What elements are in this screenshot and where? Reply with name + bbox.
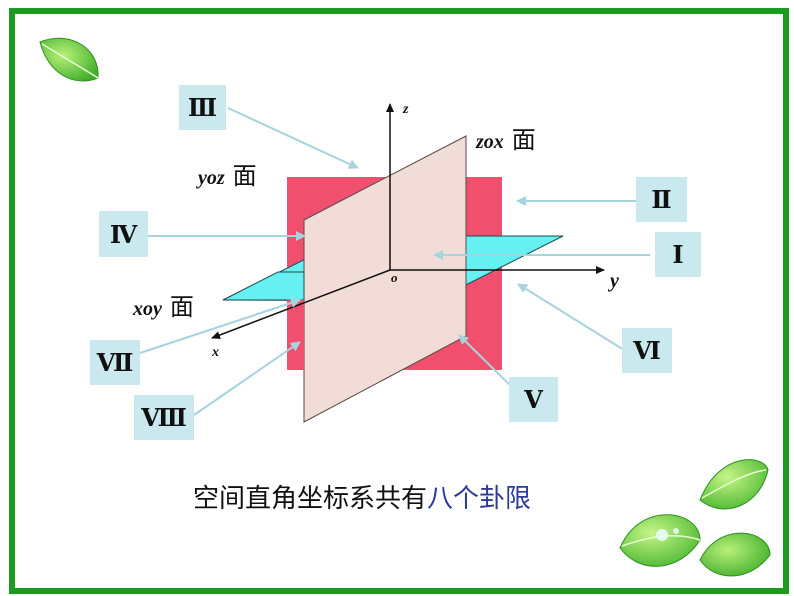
leaf-decoration-bottom-icon [619,459,771,577]
z-axis-label: z [403,102,409,117]
x-axis-label: x [212,345,219,360]
leaf-decoration-top-icon [39,37,99,82]
origin-label: o [391,270,398,285]
y-axis-label: y [610,270,619,292]
caption: 空间直角坐标系共有八个卦限 [193,478,531,515]
xoy-plane-label: xoy 面 [133,287,194,322]
zox-plane-char: 面 [511,126,536,154]
x-axis [211,269,391,339]
xoy-plane-char: 面 [169,293,194,321]
caption-text: 空间直角坐标系共有 [193,484,428,514]
leader-lines [139,107,650,416]
octant-label-VI: Ⅵ [622,328,672,373]
octant-label-II: Ⅱ [636,177,687,222]
yoz-plane-label: yoz 面 [198,156,257,191]
octant-label-VII: Ⅶ [90,340,140,385]
caption-highlight: 八个卦限 [427,484,532,514]
octant-label-V: Ⅴ [509,377,558,422]
xoy-plane-name: xoy [133,298,162,320]
zox-plane-name: zox [476,131,504,153]
yoz-plane-char: 面 [232,162,257,190]
octant-label-IV: Ⅳ [99,211,148,257]
slide-frame [9,8,789,594]
octant-label-III: Ⅲ [179,85,226,130]
octant-label-I: Ⅰ [655,232,701,277]
zox-plane-label: zox 面 [476,120,536,155]
octant-label-VIII: Ⅷ [134,395,194,440]
yoz-plane-name: yoz [198,167,225,189]
